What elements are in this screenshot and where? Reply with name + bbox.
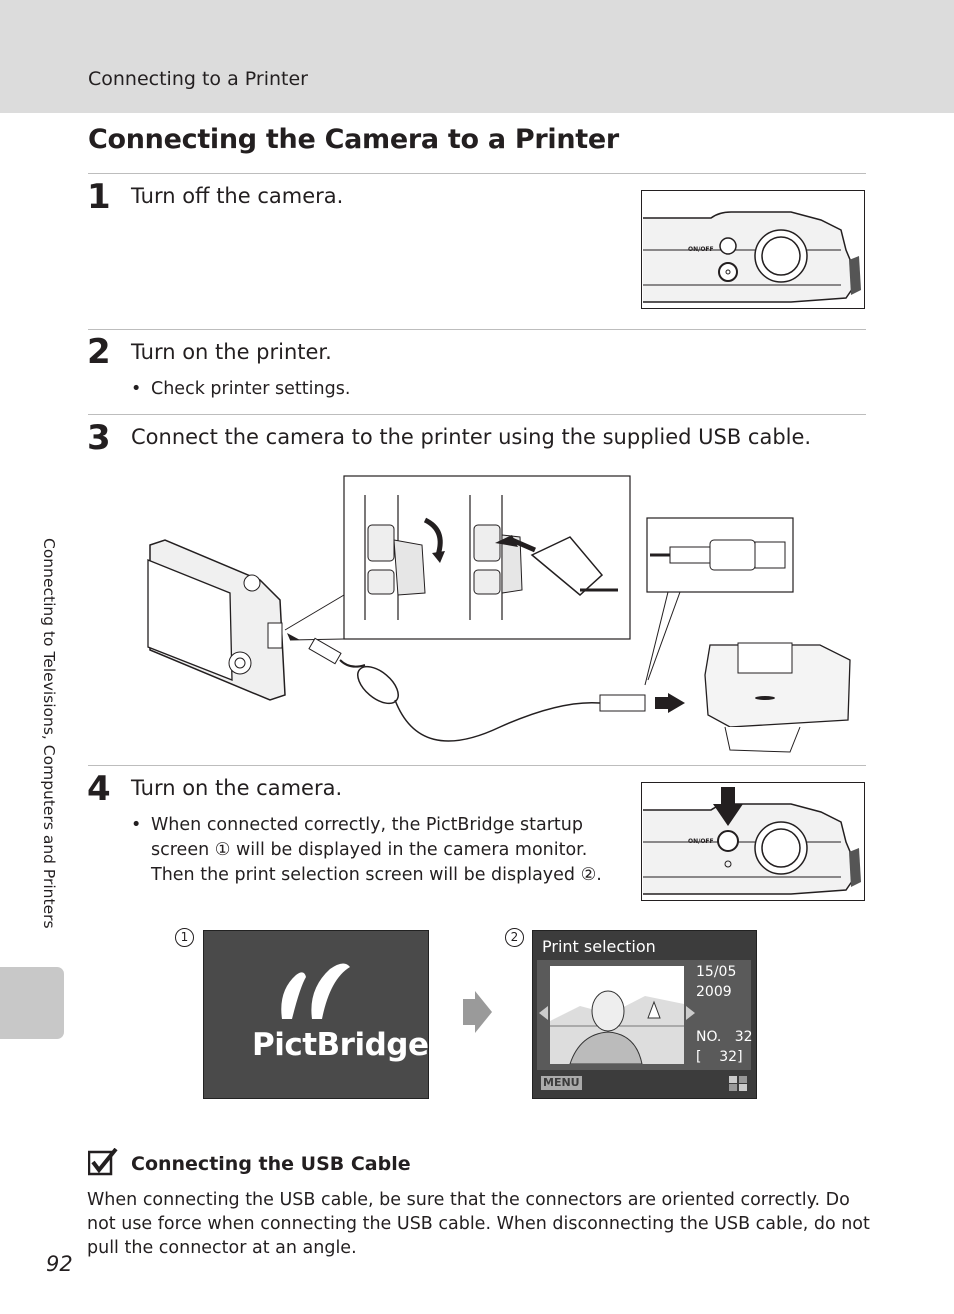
print-selection-screen: Print selection 15/05 2009 NO. 32 [ 32] … [532, 930, 757, 1099]
step-3-number: 3 [87, 418, 111, 458]
checkmark-icon [88, 1148, 118, 1176]
screen-1-marker: 1 [175, 928, 194, 947]
power-label: ON/OFF [688, 246, 714, 253]
bullet-dot: • [131, 815, 142, 835]
preview-area [537, 960, 751, 1070]
bullet-text: When connected correctly, the PictBridge… [151, 815, 602, 885]
thumbnail-grid-icon [729, 1076, 747, 1091]
bullet-dot: • [131, 379, 142, 399]
side-section-label: Connecting to Televisions, Computers and… [40, 538, 58, 929]
photo-thumbnail [550, 966, 684, 1064]
divider [88, 765, 866, 766]
step-4-bullet: • When connected correctly, the PictBrid… [131, 813, 621, 888]
step-4-text: Turn on the camera. [131, 776, 343, 800]
camera-top-off-illustration: ON/OFF [641, 190, 865, 309]
divider [88, 414, 866, 415]
date-year: 2009 [696, 984, 732, 1000]
divider [88, 173, 866, 174]
arrow-right-icon [463, 991, 492, 1033]
chevron-left-icon[interactable] [539, 1006, 549, 1020]
note-title: Connecting the USB Cable [131, 1153, 411, 1175]
usb-connection-illustration [147, 475, 851, 753]
pictbridge-logo-icon [281, 963, 350, 1019]
header-band [0, 0, 954, 113]
power-label: ON/OFF [688, 838, 714, 845]
step-2-text: Turn on the printer. [131, 340, 332, 364]
pictbridge-label: PictBridge [252, 1027, 429, 1063]
page-title: Connecting the Camera to a Printer [88, 124, 619, 155]
step-1-number: 1 [87, 177, 111, 217]
step-2-number: 2 [87, 332, 111, 372]
image-count: [ 32] [696, 1049, 743, 1065]
divider [88, 329, 866, 330]
menu-button[interactable]: MENU [541, 1076, 582, 1090]
chevron-right-icon[interactable] [685, 1006, 695, 1020]
pictbridge-screen: PictBridge [203, 930, 429, 1099]
print-selection-title: Print selection [542, 937, 656, 956]
date-day: 15/05 [696, 964, 737, 980]
step-3-text: Connect the camera to the printer using … [131, 425, 812, 449]
bullet-text: Check printer settings. [151, 379, 351, 399]
screen-2-marker: 2 [505, 928, 524, 947]
side-tab [0, 967, 64, 1039]
section-header: Connecting to a Printer [88, 68, 308, 90]
note-body: When connecting the USB cable, be sure t… [87, 1190, 870, 1258]
step-1-text: Turn off the camera. [131, 184, 344, 208]
step-4-number: 4 [87, 769, 111, 809]
image-number: NO. 32 [696, 1029, 753, 1045]
camera-top-on-illustration: ON/OFF [641, 782, 865, 901]
step-2-bullet: • Check printer settings. [131, 377, 350, 402]
page-number: 92 [46, 1252, 73, 1276]
